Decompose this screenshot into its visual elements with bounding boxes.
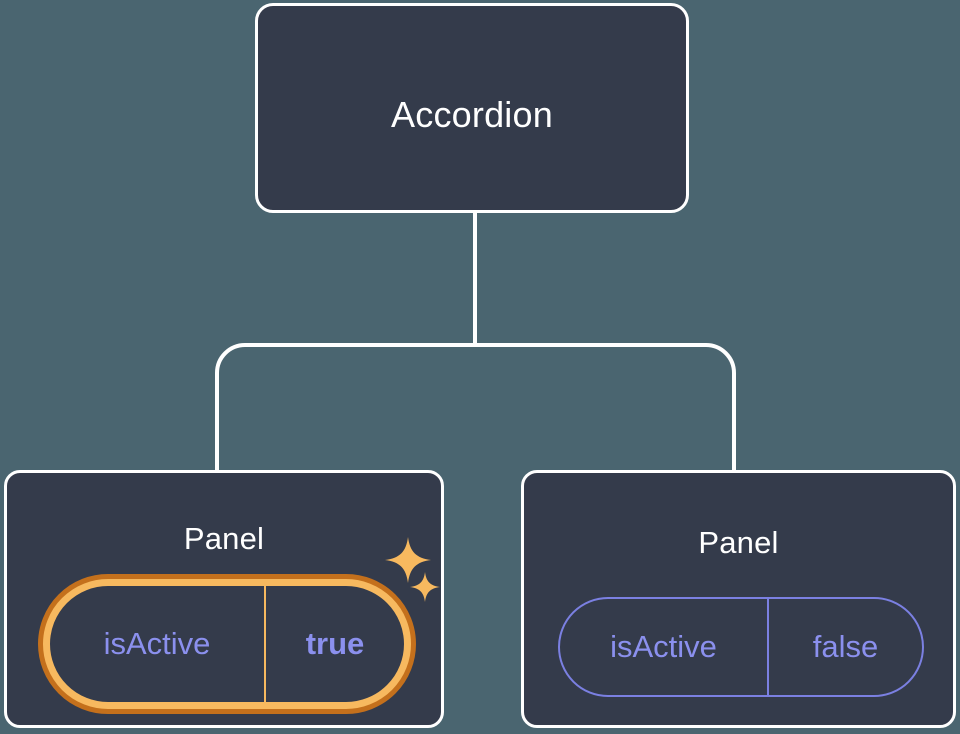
node-panel-active[interactable]: Panel isActive true bbox=[4, 470, 444, 728]
prop-pill-content: isActive true bbox=[50, 586, 404, 702]
prop-pill-ring-inner bbox=[43, 579, 411, 709]
node-accordion-title: Accordion bbox=[391, 94, 553, 135]
prop-pill-isactive-true[interactable]: isActive true bbox=[38, 574, 416, 714]
node-accordion[interactable]: Accordion bbox=[255, 3, 689, 213]
prop-pill-ring-outer bbox=[38, 574, 416, 714]
node-panel-active-title: Panel bbox=[183, 521, 265, 556]
node-panel-inactive[interactable]: Panel isActive false bbox=[521, 470, 956, 728]
node-panel-inactive-title: Panel bbox=[698, 525, 779, 560]
prop-pill-isactive-false[interactable]: isActive false bbox=[558, 597, 924, 697]
connector-branch-right bbox=[475, 343, 736, 472]
prop-key: isActive bbox=[610, 629, 717, 664]
prop-value: true bbox=[264, 586, 404, 702]
prop-key: isActive bbox=[103, 626, 211, 661]
prop-value: false bbox=[767, 599, 922, 695]
connector-branch-left bbox=[215, 343, 475, 472]
